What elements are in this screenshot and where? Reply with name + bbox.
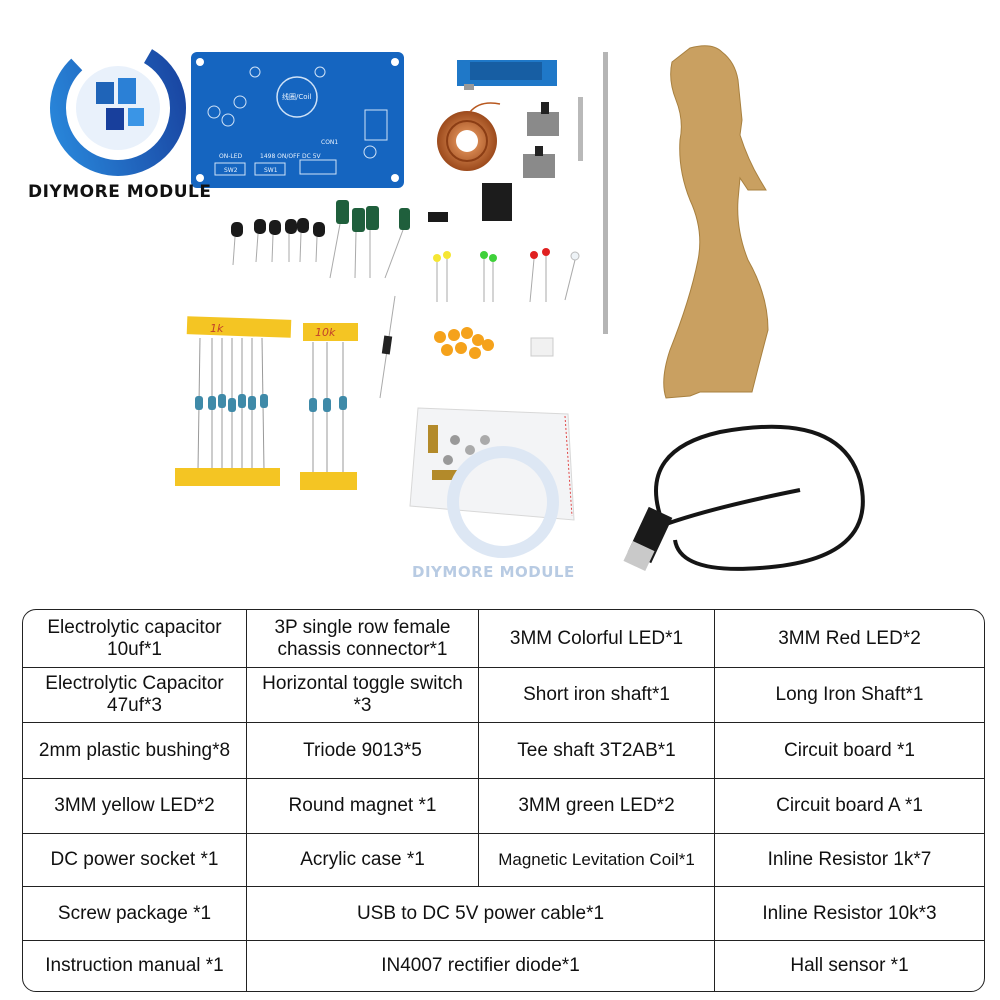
- board-dc5v-label: DC 5V: [302, 153, 322, 160]
- table-cell: 3P single row female chassis connector*1: [247, 610, 479, 668]
- watermark-logo: [447, 446, 559, 558]
- table-cell: Inline Resistor 1k*7: [715, 834, 984, 887]
- brand-name: DIYMORE MODULE: [28, 182, 212, 202]
- table-cell: Inline Resistor 10k*3: [715, 887, 984, 941]
- table-cell: Hall sensor *1: [790, 955, 909, 976]
- circuit-board-a: [457, 60, 557, 90]
- table-cell: Round magnet *1: [247, 779, 479, 834]
- short-iron-shaft: [578, 97, 583, 161]
- brand-logo: [50, 40, 186, 176]
- table-cell: Triode 9013*5: [247, 723, 479, 779]
- table-cell: 3MM green LED*2: [479, 779, 715, 834]
- table-cell: Electrolytic Capacitor 47uf*3: [23, 668, 247, 723]
- table-cell: Long Iron Shaft*1: [715, 668, 984, 723]
- resistors-10k: 10k: [300, 323, 358, 490]
- table-cell: Circuit board *1: [715, 723, 984, 779]
- magnetic-coil: [437, 102, 501, 171]
- board-onled-label: ON-LED: [219, 153, 243, 160]
- board-coil-label: 线圈/Coil: [282, 92, 311, 101]
- table-cell: Screw package *1: [23, 887, 247, 941]
- circuit-board: 线圈/Coil ON-LED 1498 ON/OFF DC 5V SW2 SW1…: [191, 52, 404, 188]
- tape-label-1k: 1k: [210, 322, 224, 335]
- plastic-bushings: [434, 327, 494, 359]
- toggle-switches: [523, 102, 559, 178]
- table-cell: Short iron shaft*1: [479, 668, 715, 723]
- table-cell: Tee shaft 3T2AB*1: [479, 723, 715, 779]
- resistors-1k: 1k: [175, 316, 292, 486]
- watermark-text: DIYMORE MODULE: [412, 563, 575, 581]
- table-cell: 2mm plastic bushing*8: [23, 723, 247, 779]
- table-cell: IN4007 rectifier diode*1: [247, 941, 715, 991]
- electrolytic-capacitors: [329, 200, 410, 279]
- table-cell: Electrolytic capacitor 10uf*1: [23, 610, 247, 668]
- table-cell: 3MM yellow LED*2: [23, 779, 247, 834]
- usb-cable: [623, 424, 865, 572]
- board-sw2-label: SW2: [224, 167, 238, 174]
- dc-power-socket: [482, 183, 512, 221]
- table-cell: Magnetic Levitation Coil*1: [479, 834, 715, 887]
- product-photo: 线圈/Coil ON-LED 1498 ON/OFF DC 5V SW2 SW1…: [50, 40, 865, 572]
- table-cell: Circuit board A *1: [715, 779, 984, 834]
- table-cell: Instruction manual *1: [23, 941, 247, 991]
- table-cell: DC power socket *1: [23, 834, 247, 887]
- triode-transistors: [231, 218, 325, 266]
- board-onoff-label: 1498 ON/OFF: [260, 153, 301, 160]
- long-iron-shaft: [603, 52, 608, 334]
- parts-list-table: Electrolytic capacitor 10uf*1 3P single …: [22, 609, 985, 992]
- tape-label-10k: 10k: [315, 326, 336, 339]
- board-con1-label: CON1: [321, 139, 338, 146]
- rectifier-diode: [379, 295, 396, 399]
- table-cell: Acrylic case *1: [247, 834, 479, 887]
- acrylic-case: [663, 45, 769, 399]
- table-cell: USB to DC 5V power cable*1: [247, 887, 715, 941]
- table-cell: 3MM Colorful LED*1: [479, 610, 715, 668]
- table-cell: Horizontal toggle switch *3: [247, 668, 479, 723]
- female-connector: [428, 212, 448, 222]
- leds: [433, 248, 580, 303]
- hall-sensor: [530, 337, 554, 357]
- board-sw1-label: SW1: [264, 167, 278, 174]
- table-cell: 3MM Red LED*2: [715, 610, 984, 668]
